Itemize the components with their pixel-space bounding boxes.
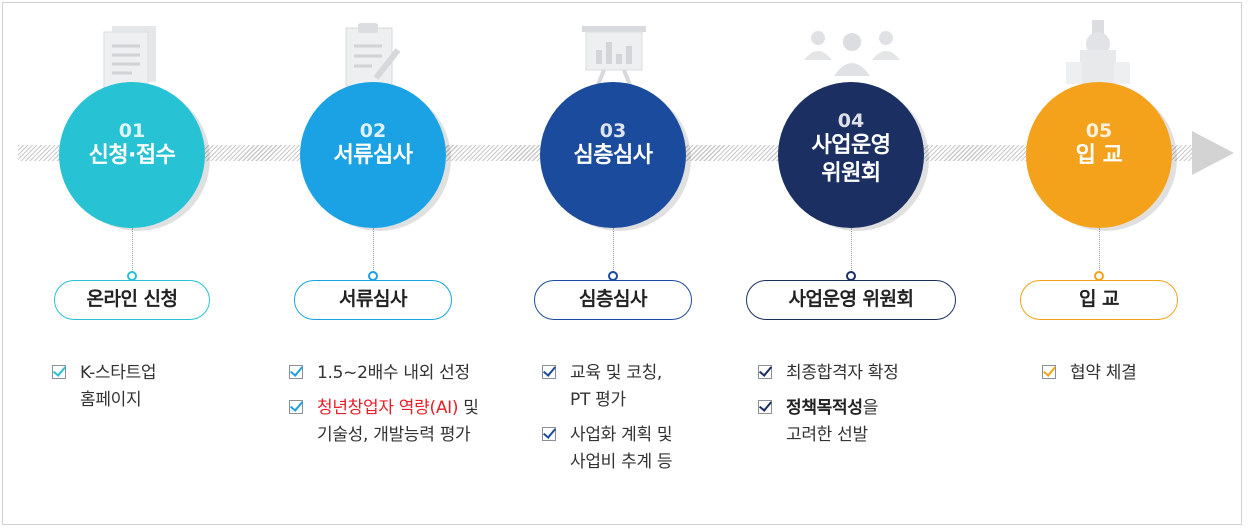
document-icon bbox=[103, 26, 156, 89]
checkbox-checked-icon bbox=[758, 400, 772, 414]
stage-label-pill: 입 교 bbox=[1020, 280, 1178, 320]
checklist-text: 고려한 선발 bbox=[786, 425, 868, 445]
checklist-text: 1.5~2배수 내외 선정 bbox=[317, 363, 470, 383]
stage-title: 서류심사 bbox=[333, 143, 413, 168]
connector-line bbox=[851, 228, 852, 272]
stage-label-pill: 서류심사 bbox=[294, 280, 452, 320]
checklist-text: 정책목적성을 bbox=[786, 398, 879, 418]
checkbox-checked-icon bbox=[1042, 365, 1056, 379]
checklist-text: 사업화 계획 및 bbox=[570, 425, 673, 445]
stage-label-pill: 온라인 신청 bbox=[54, 280, 210, 320]
stage-number: 04 bbox=[837, 110, 865, 132]
stage-number: 03 bbox=[599, 120, 627, 142]
connector-line bbox=[1099, 228, 1100, 272]
stage-title: 입 교 bbox=[1075, 143, 1123, 168]
stage-label-pill: 사업운영 위원회 bbox=[746, 280, 956, 320]
stage-number: 02 bbox=[359, 120, 387, 142]
people-group-icon bbox=[804, 31, 900, 76]
stage-title: 심층심사 bbox=[573, 143, 653, 168]
checklist-text: K-스타트업 bbox=[80, 363, 157, 383]
presentation-board-icon bbox=[582, 26, 646, 91]
checklist-text: 사업비 추계 등 bbox=[570, 452, 673, 472]
stage-checklist: 협약 체결 bbox=[1042, 360, 1137, 395]
checklist-text: 교육 및 코칭, bbox=[570, 363, 663, 383]
emphasis-text: 정책목적성 bbox=[786, 398, 863, 418]
stage-number: 05 bbox=[1085, 120, 1113, 142]
building-icon bbox=[1066, 20, 1130, 84]
clipboard-pen-icon bbox=[345, 23, 401, 87]
connector-line bbox=[373, 228, 374, 272]
checklist-text: PT 평가 bbox=[570, 390, 626, 410]
checkbox-checked-icon bbox=[758, 365, 772, 379]
checklist-item: 1.5~2배수 내외 선정 bbox=[289, 360, 479, 387]
connector-line bbox=[613, 228, 614, 272]
connector-line bbox=[132, 228, 133, 272]
checklist-text: 최종합격자 확정 bbox=[786, 363, 899, 383]
highlight-text: 청년창업자 역량(AI) bbox=[317, 398, 459, 418]
stage-title: 위원회 bbox=[821, 161, 881, 186]
checkbox-checked-icon bbox=[542, 365, 556, 379]
checklist-text: 협약 체결 bbox=[1070, 363, 1137, 383]
checkbox-checked-icon bbox=[52, 365, 66, 379]
checklist-item: 협약 체결 bbox=[1042, 360, 1137, 387]
stage-title: 사업운영 bbox=[811, 133, 891, 158]
stage-label-pill: 심층심사 bbox=[534, 280, 692, 320]
checklist-text: 기술성, 개발능력 평가 bbox=[317, 425, 471, 445]
process-arrow-head-icon bbox=[1192, 131, 1234, 175]
checkbox-checked-icon bbox=[542, 427, 556, 441]
checklist-item: 최종합격자 확정 bbox=[758, 360, 899, 387]
checklist-item: 교육 및 코칭, PT 평가 bbox=[542, 360, 672, 414]
checkbox-checked-icon bbox=[289, 400, 303, 414]
checkbox-checked-icon bbox=[289, 365, 303, 379]
checklist-text: 홈페이지 bbox=[80, 390, 142, 410]
checklist-text: 청년창업자 역량(AI) 및 bbox=[317, 398, 479, 418]
stage-title: 신청·접수 bbox=[88, 143, 176, 168]
stage-number: 01 bbox=[118, 120, 146, 142]
